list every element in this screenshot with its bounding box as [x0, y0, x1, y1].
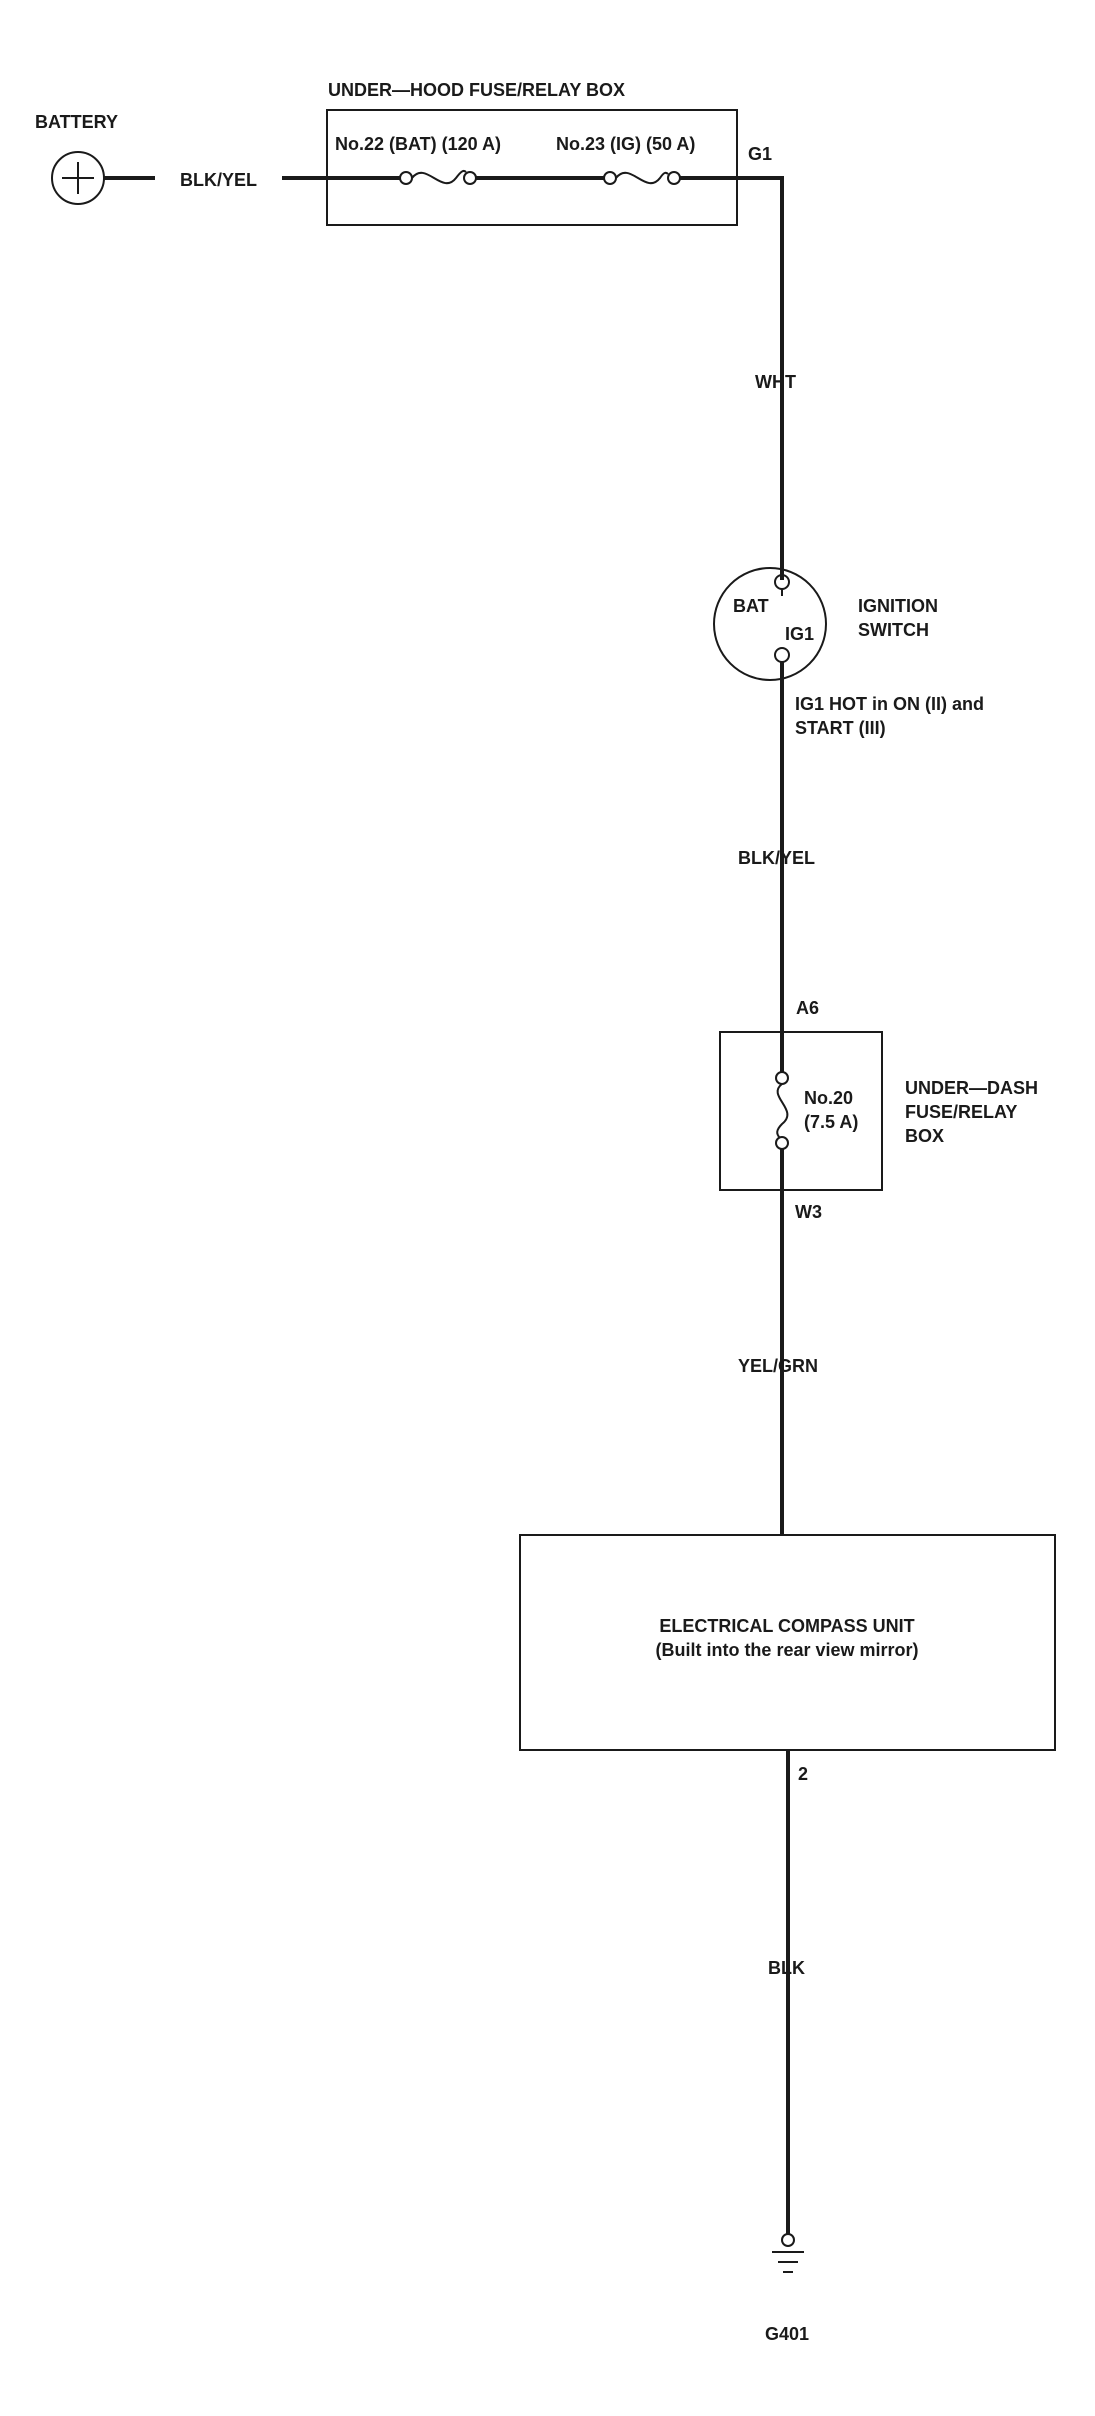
battery-wire-label: BLK/YEL [180, 170, 257, 190]
fuse-23-element [615, 171, 669, 185]
ignition-bat-label: BAT [733, 596, 769, 616]
fuse-22-label: No.22 (BAT) (120 A) [335, 134, 501, 154]
wht-wire-label: WHT [755, 372, 796, 392]
battery-label: BATTERY [35, 112, 118, 132]
battery: BATTERY [35, 112, 118, 205]
under-hood-fuse-box: UNDER—HOOD FUSE/RELAY BOX No.22 (BAT) (1… [326, 80, 782, 226]
ground-g401: G401 [765, 2233, 809, 2344]
under-hood-box-outline [326, 109, 738, 226]
fuse-22-element [411, 169, 467, 185]
terminal-a6-label: A6 [796, 998, 819, 1018]
ignition-note-1: IG1 HOT in ON (II) and [795, 694, 984, 714]
under-hood-box-title: UNDER—HOOD FUSE/RELAY BOX [328, 80, 625, 100]
ignition-ig1-label: IG1 [785, 624, 814, 644]
under-dash-title-1: UNDER—DASH [905, 1078, 1038, 1098]
compass-unit: ELECTRICAL COMPASS UNIT (Built into the … [519, 1534, 1056, 1784]
blk-wire-label: BLK [768, 1958, 805, 1978]
ignition-note-2: START (III) [795, 718, 886, 738]
compass-unit-subtitle: (Built into the rear view mirror) [655, 1640, 918, 1660]
under-dash-box-outline [719, 1031, 883, 1191]
under-dash-fuse-box: A6 No.20 (7.5 A) UNDER—DASH FUSE/RELAY B… [719, 998, 1038, 1222]
fuse-23-label: No.23 (IG) (50 A) [556, 134, 695, 154]
yel-grn-wire-label: YEL/GRN [738, 1356, 818, 1376]
under-dash-title-2: FUSE/RELAY [905, 1102, 1017, 1122]
terminal-w3-label: W3 [795, 1202, 822, 1222]
compass-unit-title: ELECTRICAL COMPASS UNIT [659, 1616, 914, 1636]
ground-terminal [781, 2233, 795, 2247]
ignition-switch-body [713, 567, 827, 681]
compass-unit-pin: 2 [798, 1764, 808, 1784]
fuse-20-label-2: (7.5 A) [804, 1112, 858, 1132]
ignition-switch-title-1: IGNITION [858, 596, 938, 616]
fuse-20-element [776, 1083, 789, 1139]
under-dash-title-3: BOX [905, 1126, 944, 1146]
blk-yel-wire-label: BLK/YEL [738, 848, 815, 868]
ignition-switch: BAT IG1 IGNITION SWITCH IG1 HOT in ON (I… [713, 567, 984, 738]
fuse-20-label-1: No.20 [804, 1088, 853, 1108]
compass-unit-outline [519, 1534, 1056, 1751]
terminal-g1-label: G1 [748, 144, 772, 164]
ignition-ig1-terminal [774, 647, 790, 663]
ignition-switch-title-2: SWITCH [858, 620, 929, 640]
ground-label: G401 [765, 2324, 809, 2344]
